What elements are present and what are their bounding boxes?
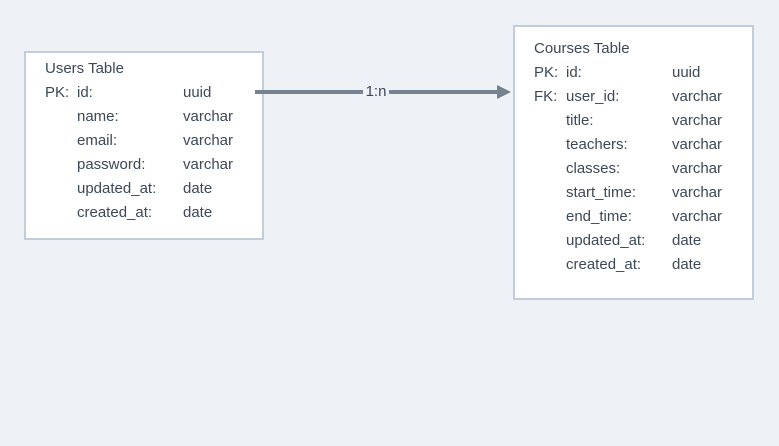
key-prefix [534, 109, 566, 133]
field-name: title: [566, 112, 594, 129]
table-row: created_at: date [45, 201, 262, 225]
table-row: title: varchar [534, 109, 752, 133]
field-name: password: [77, 156, 146, 173]
users-table-title: Users Table [45, 60, 124, 77]
field-name: classes: [566, 160, 621, 177]
table-row: updated_at: date [45, 177, 262, 201]
key-prefix [45, 177, 77, 201]
key-prefix [534, 157, 566, 181]
field-type: date [183, 204, 213, 221]
field-name: end_time: [566, 208, 632, 225]
key-prefix [534, 181, 566, 205]
field-type: uuid [183, 84, 212, 101]
table-row: FK: user_id: varchar [534, 85, 752, 109]
table-row: classes: varchar [534, 157, 752, 181]
field-type: varchar [183, 132, 234, 149]
key-prefix: PK: [45, 84, 70, 101]
field-type: varchar [672, 184, 723, 201]
field-type: varchar [672, 112, 723, 129]
field-type: date [672, 256, 702, 273]
key-prefix: FK: [534, 88, 558, 105]
arrowhead-icon [497, 85, 512, 99]
field-type: varchar [672, 208, 723, 225]
key-prefix: PK: [534, 64, 559, 81]
field-name: created_at: [77, 204, 153, 221]
relationship-cardinality-label: 1:n [365, 83, 387, 100]
table-row: PK: id: uuid [534, 61, 752, 85]
field-name: name: [77, 108, 119, 125]
key-prefix [534, 229, 566, 253]
key-prefix [45, 129, 77, 153]
table-row: start_time: varchar [534, 181, 752, 205]
field-type: varchar [672, 160, 723, 177]
table-row: name: varchar [45, 105, 262, 129]
field-type: uuid [672, 64, 701, 81]
table-row: teachers: varchar [534, 133, 752, 157]
field-type: date [672, 232, 702, 249]
field-name: id: [77, 84, 93, 101]
field-name: updated_at: [566, 232, 646, 249]
field-name: email: [77, 132, 118, 149]
courses-table-node: Courses Table PK: id: uuid FK: user_id: … [513, 25, 754, 300]
field-type: date [183, 180, 213, 197]
key-prefix [45, 105, 77, 129]
table-row: password: varchar [45, 153, 262, 177]
arrow-line-right [389, 90, 498, 94]
field-name: teachers: [566, 136, 628, 153]
table-row: email: varchar [45, 129, 262, 153]
field-name: start_time: [566, 184, 637, 201]
field-type: varchar [183, 156, 234, 173]
key-prefix [534, 253, 566, 277]
relationship-arrow: 1:n [255, 83, 512, 100]
field-name: id: [566, 64, 582, 81]
field-type: varchar [672, 136, 723, 153]
courses-table-title: Courses Table [534, 40, 630, 57]
key-prefix [534, 205, 566, 229]
table-row: PK: id: uuid [45, 81, 262, 105]
table-row: updated_at: date [534, 229, 752, 253]
table-row: end_time: varchar [534, 205, 752, 229]
arrow-line-left [255, 90, 363, 94]
field-name: user_id: [566, 88, 620, 105]
key-prefix [45, 201, 77, 225]
key-prefix [45, 153, 77, 177]
key-prefix [534, 133, 566, 157]
table-row: created_at: date [534, 253, 752, 277]
field-name: created_at: [566, 256, 642, 273]
field-name: updated_at: [77, 180, 157, 197]
users-table-node: Users Table PK: id: uuid name: varchar e… [24, 51, 264, 240]
field-type: varchar [672, 88, 723, 105]
field-type: varchar [183, 108, 234, 125]
